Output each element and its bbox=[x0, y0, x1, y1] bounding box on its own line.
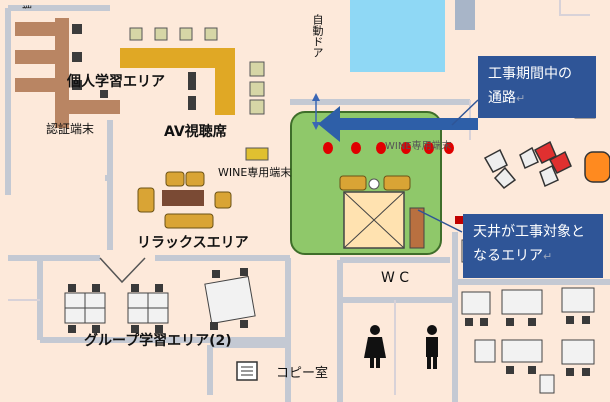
partial-label-top: 端 bbox=[22, 2, 32, 9]
label-personal-study-area: 個人学習エリア bbox=[67, 74, 165, 90]
relax-sofas bbox=[137, 171, 232, 229]
callout-passage-mark: ↵ bbox=[516, 92, 526, 105]
av-seats bbox=[129, 27, 265, 115]
label-auth-terminal: 認証端末 bbox=[46, 122, 95, 136]
auto-door-arrow-heads bbox=[312, 93, 320, 130]
wine-terminal-device bbox=[245, 147, 269, 161]
elevator-box bbox=[343, 191, 405, 249]
callout-ceiling-mark: ↵ bbox=[543, 250, 553, 263]
callout-ceiling: 天井が工事対象と なるエリア↵ bbox=[463, 214, 603, 278]
callout-passage-line1: 工事期間中の bbox=[488, 66, 572, 82]
callout-ceiling-line1: 天井が工事対象と bbox=[473, 224, 585, 240]
personal-study-chairs bbox=[72, 24, 108, 98]
group-tables bbox=[64, 268, 256, 333]
waiting-sofas bbox=[339, 175, 411, 191]
label-av-room: AV視聴席 bbox=[164, 124, 227, 140]
label-wine-terminal: WINE専用端末 bbox=[218, 166, 292, 179]
elevator-door bbox=[409, 207, 425, 249]
personal-study-desks bbox=[15, 18, 120, 128]
atrium-pool bbox=[350, 0, 445, 72]
label-group-study-area: グループ学習エリア(2) bbox=[84, 333, 232, 349]
label-relax-area: リラックスエリア bbox=[137, 235, 249, 251]
red-markers bbox=[323, 142, 454, 154]
callout-passage-line2: 通路 bbox=[488, 90, 516, 106]
av-desk bbox=[120, 48, 235, 115]
waiting-stool bbox=[368, 178, 380, 190]
pillar bbox=[455, 0, 475, 30]
callout-leader-passage bbox=[451, 99, 479, 126]
av-stools bbox=[188, 72, 196, 110]
callout-passage: 工事期間中の 通路↵ bbox=[478, 56, 596, 118]
label-copy-room: コピー室 bbox=[276, 366, 329, 381]
door-triangle bbox=[99, 257, 146, 284]
label-wc: W C bbox=[381, 270, 410, 286]
cafe-chairs bbox=[483, 109, 610, 190]
callout-ceiling-line2: なるエリア bbox=[473, 248, 543, 264]
passage-arrow bbox=[318, 106, 478, 142]
restroom-figures bbox=[364, 325, 438, 369]
label-auto-door: 自動ドア bbox=[311, 14, 324, 58]
label-wine-terminal-partial: WINE専用端末 bbox=[385, 141, 452, 152]
copy-machine-icon bbox=[236, 361, 258, 381]
relax-table bbox=[162, 190, 204, 206]
callout-leader-ceiling bbox=[417, 209, 463, 233]
